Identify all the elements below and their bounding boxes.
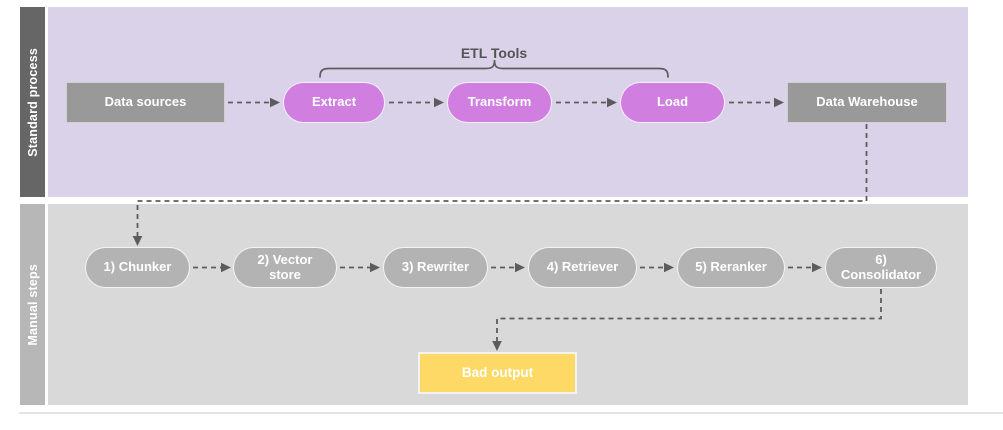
etl-tools-label: ETL Tools xyxy=(460,45,528,61)
node-step-consolidator: 6) Consolidator xyxy=(825,247,937,288)
lane-label-standard-process: Standard process xyxy=(25,47,40,157)
node-step-rewriter: 3) Rewriter xyxy=(383,247,488,288)
node-data-sources: Data sources xyxy=(66,82,225,123)
node-extract: Extract xyxy=(283,82,385,123)
node-load: Load xyxy=(620,82,725,123)
node-bad-output: Bad output xyxy=(418,352,577,394)
slide-bottom-edge xyxy=(19,412,1003,414)
lane-label-manual-steps: Manual steps xyxy=(25,263,40,346)
node-step-reranker: 5) Reranker xyxy=(677,247,785,288)
lane-bar-standard-process: Standard process xyxy=(20,7,45,197)
node-step-retriever: 4) Retriever xyxy=(528,247,637,288)
node-step-vector-store: 2) Vector store xyxy=(233,247,337,288)
lane-bar-manual-steps: Manual steps xyxy=(20,204,45,405)
node-transform: Transform xyxy=(447,82,552,123)
node-data-warehouse: Data Warehouse xyxy=(787,82,947,123)
node-step-chunker: 1) Chunker xyxy=(85,247,190,288)
